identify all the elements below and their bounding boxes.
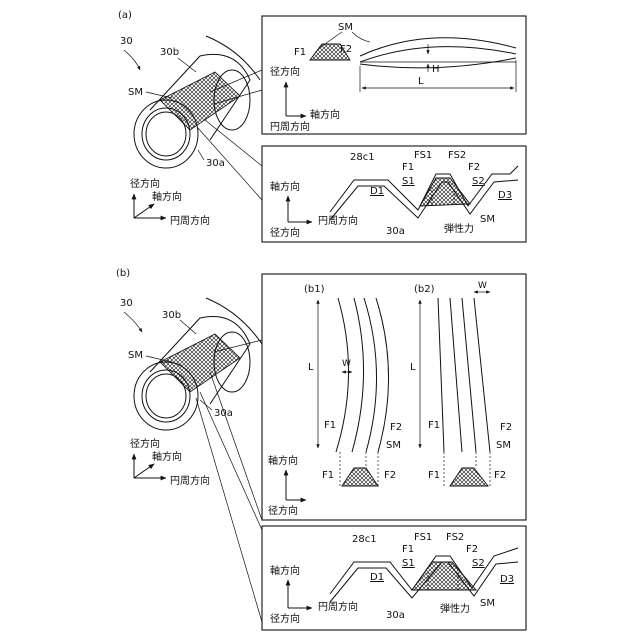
axes-a-left: 径方向 軸方向 円周方向 [130, 177, 210, 227]
b1-f2: F2 [390, 422, 402, 433]
a-lower-30a: 30a [386, 226, 405, 237]
b-lower-force: 弾性力 [440, 602, 470, 615]
b2-w: W [478, 281, 487, 291]
b-lower-d1: D1 [370, 572, 384, 583]
panel-b: (b) 30 30b SM 30a 径方向 軸方向 円周方向 [116, 268, 526, 630]
b-lower-f1: F1 [402, 544, 414, 555]
axis-b-radial: 径方向 [130, 437, 160, 450]
panel-b-label: (b) [116, 268, 130, 279]
b-upper-b2: (b2) [414, 284, 435, 295]
b-upper-axis-radial: 径方向 [268, 504, 298, 517]
b-lower-fs1: FS1 [414, 532, 432, 543]
ref-30a: 30a [206, 158, 225, 169]
b-upper-b1: (b1) [304, 284, 325, 295]
axis-a-axial-arrow [134, 204, 154, 218]
b-lower-axis-circ: 円周方向 [318, 600, 358, 613]
axis-a-circ: 円周方向 [170, 214, 210, 227]
b-lower-fs2: FS2 [446, 532, 464, 543]
ref-b-30: 30 [120, 298, 133, 309]
b-upper-axis-axial: 軸方向 [268, 454, 298, 467]
b2-f1: F1 [428, 420, 440, 431]
a-lower-d3: D3 [498, 190, 512, 201]
a-lower-sm: SM [480, 214, 495, 225]
b2-bf2: F2 [494, 470, 506, 481]
a-lower-fs1: FS1 [414, 150, 432, 161]
box-b-upper: (b1) (b2) L W F1 F2 SM F1 F2 [262, 274, 526, 520]
b-lower-s2: S2 [472, 558, 485, 569]
b2-sm: SM [496, 440, 511, 451]
callout-b-upper-2 [210, 372, 262, 520]
a-lower-fs2: FS2 [448, 150, 466, 161]
box-b-lower: 28c1 FS1 FS2 F1 F2 S1 S2 D1 D3 SM 30a 弾性… [262, 526, 526, 630]
ref-b-30-leader [124, 312, 142, 332]
b1-f1: F1 [324, 420, 336, 431]
a-lower-f2: F2 [468, 162, 480, 173]
a-lower-s1: S1 [402, 176, 415, 187]
a-lower-axis-axial: 軸方向 [270, 180, 300, 193]
axis-a-axial: 軸方向 [152, 190, 182, 203]
b-lower-axis-radial: 径方向 [270, 612, 300, 625]
ref-b-30b: 30b [162, 310, 181, 321]
box-a-lower: 28c1 FS1 FS2 F1 F2 S1 S2 D1 D3 SM 30a 弾性… [262, 146, 526, 242]
b-lower-d3: D3 [500, 574, 514, 585]
b-lower-s1: S1 [402, 558, 415, 569]
b2-bf1: F1 [428, 470, 440, 481]
ref-30b: 30b [160, 47, 179, 58]
panel-a-label: (a) [118, 10, 132, 21]
b1-sm: SM [386, 440, 401, 451]
axis-a-radial: 径方向 [130, 177, 160, 190]
roller-a [134, 36, 260, 168]
a-upper-axis-radial: 径方向 [270, 65, 300, 78]
b-lower-axis-axial: 軸方向 [270, 564, 300, 577]
roller-b-teeth-hatch [160, 334, 240, 392]
ref-sm: SM [128, 87, 143, 98]
roller-b [134, 298, 262, 430]
a-upper-axis-circ: 円周方向 [270, 120, 310, 133]
a-lower-d1: D1 [370, 186, 384, 197]
axis-b-circ: 円周方向 [170, 474, 210, 487]
axes-b-left: 径方向 軸方向 円周方向 [130, 437, 210, 487]
a-upper-l: L [418, 76, 424, 87]
ref-b-30b-leader [180, 320, 196, 334]
ref-b-sm: SM [128, 350, 143, 361]
a-upper-sm: SM [338, 22, 353, 33]
axis-b-axial: 軸方向 [152, 450, 182, 463]
a-lower-axis-circ: 円周方向 [318, 214, 358, 227]
callout-b-lower-2 [196, 398, 262, 622]
b2-f2: F2 [500, 422, 512, 433]
roller-a-teeth-hatch [160, 72, 240, 130]
a-upper-h: H [432, 64, 440, 75]
b-lower-f2: F2 [466, 544, 478, 555]
b-lower-30a: 30a [386, 610, 405, 621]
b-lower-sm: SM [480, 598, 495, 609]
a-upper-f1: F1 [294, 47, 306, 58]
box-b-upper-frame [262, 274, 526, 520]
ref-30-leader [124, 50, 140, 70]
ref-30: 30 [120, 36, 133, 47]
b1-w: W [342, 359, 351, 369]
a-lower-force: 弾性力 [444, 222, 474, 235]
b1-bf2: F2 [384, 470, 396, 481]
a-lower-f1: F1 [402, 162, 414, 173]
axis-b-axial-arrow [134, 464, 154, 478]
a-lower-s2: S2 [472, 176, 485, 187]
panel-a: (a) 30 30b SM 30a 径方向 軸方向 円周方向 [118, 10, 526, 242]
a-upper-axis-axial: 軸方向 [310, 108, 340, 121]
ref-30a-leader [198, 150, 204, 160]
b1-bf1: F1 [322, 470, 334, 481]
a-lower-28c1: 28c1 [350, 152, 375, 163]
a-lower-axis-radial: 径方向 [270, 226, 300, 239]
b-lower-28c1: 28c1 [352, 534, 377, 545]
b2-l: L [410, 362, 416, 373]
b1-l: L [308, 362, 314, 373]
box-a-upper: SM F1 F2 H L 径方向 軸方向 円周方向 [262, 16, 526, 134]
